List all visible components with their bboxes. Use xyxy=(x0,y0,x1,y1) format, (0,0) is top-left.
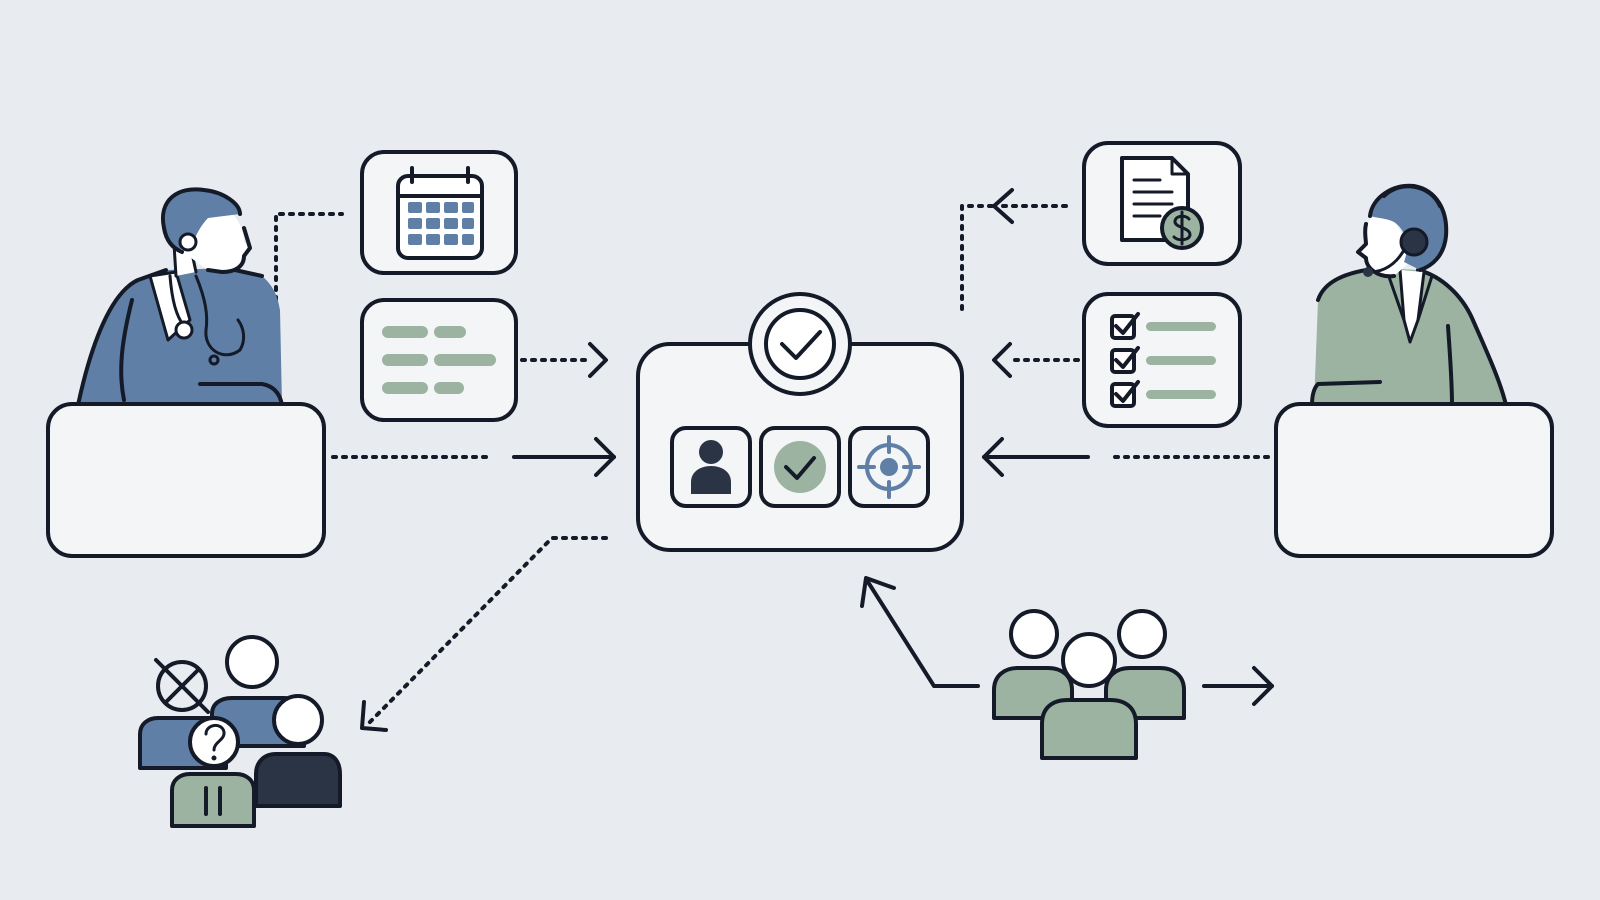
form-card[interactable] xyxy=(360,298,518,422)
hub-tile-check[interactable] xyxy=(759,426,841,508)
question-marker-icon xyxy=(188,716,240,768)
pause-icon xyxy=(204,786,222,816)
arrowhead-form-hub xyxy=(588,342,608,378)
calendar-icon xyxy=(396,166,484,260)
cancel-marker-icon xyxy=(154,658,210,714)
arrowhead-hub-unresolved xyxy=(360,700,388,732)
arrowhead-group-hub xyxy=(860,576,896,608)
hub-tile-target[interactable] xyxy=(848,426,930,508)
central-hub xyxy=(636,292,964,552)
approval-badge-icon xyxy=(748,292,852,396)
clinician-desk xyxy=(46,187,326,558)
checklist-card[interactable] xyxy=(1082,292,1242,428)
clinician-desk-panel xyxy=(46,402,326,558)
checklist-icon xyxy=(1110,312,1216,408)
target-icon xyxy=(857,435,921,499)
unresolved-group xyxy=(138,635,342,828)
headset-agent-icon xyxy=(1310,183,1508,407)
doctor-icon xyxy=(76,187,284,407)
hub-tile-user[interactable] xyxy=(670,426,752,508)
arrowhead-checklist-hub xyxy=(992,342,1012,378)
arrowhead-clinician-hub xyxy=(594,437,616,477)
invoice-card[interactable] xyxy=(1082,141,1242,266)
connector-group-hub xyxy=(866,580,980,688)
connector-hub-unresolved xyxy=(366,536,608,726)
group-icon xyxy=(992,609,1186,760)
check-circle-icon xyxy=(774,441,826,493)
agent-desk xyxy=(1274,183,1554,558)
unresolved-group-icon xyxy=(138,635,342,828)
form-lines-icon xyxy=(382,326,496,394)
connector-clinician-calendar xyxy=(274,212,344,342)
connector-invoice-down xyxy=(960,204,994,314)
arrowhead-agent-hub xyxy=(982,437,1004,477)
arrowhead-group-out xyxy=(1252,666,1274,706)
user-icon xyxy=(691,440,731,494)
patient-group xyxy=(992,609,1186,760)
calendar-card[interactable] xyxy=(360,150,518,275)
connectors xyxy=(274,188,1274,732)
agent-desk-panel xyxy=(1274,402,1554,558)
invoice-dollar-icon xyxy=(1120,156,1204,250)
